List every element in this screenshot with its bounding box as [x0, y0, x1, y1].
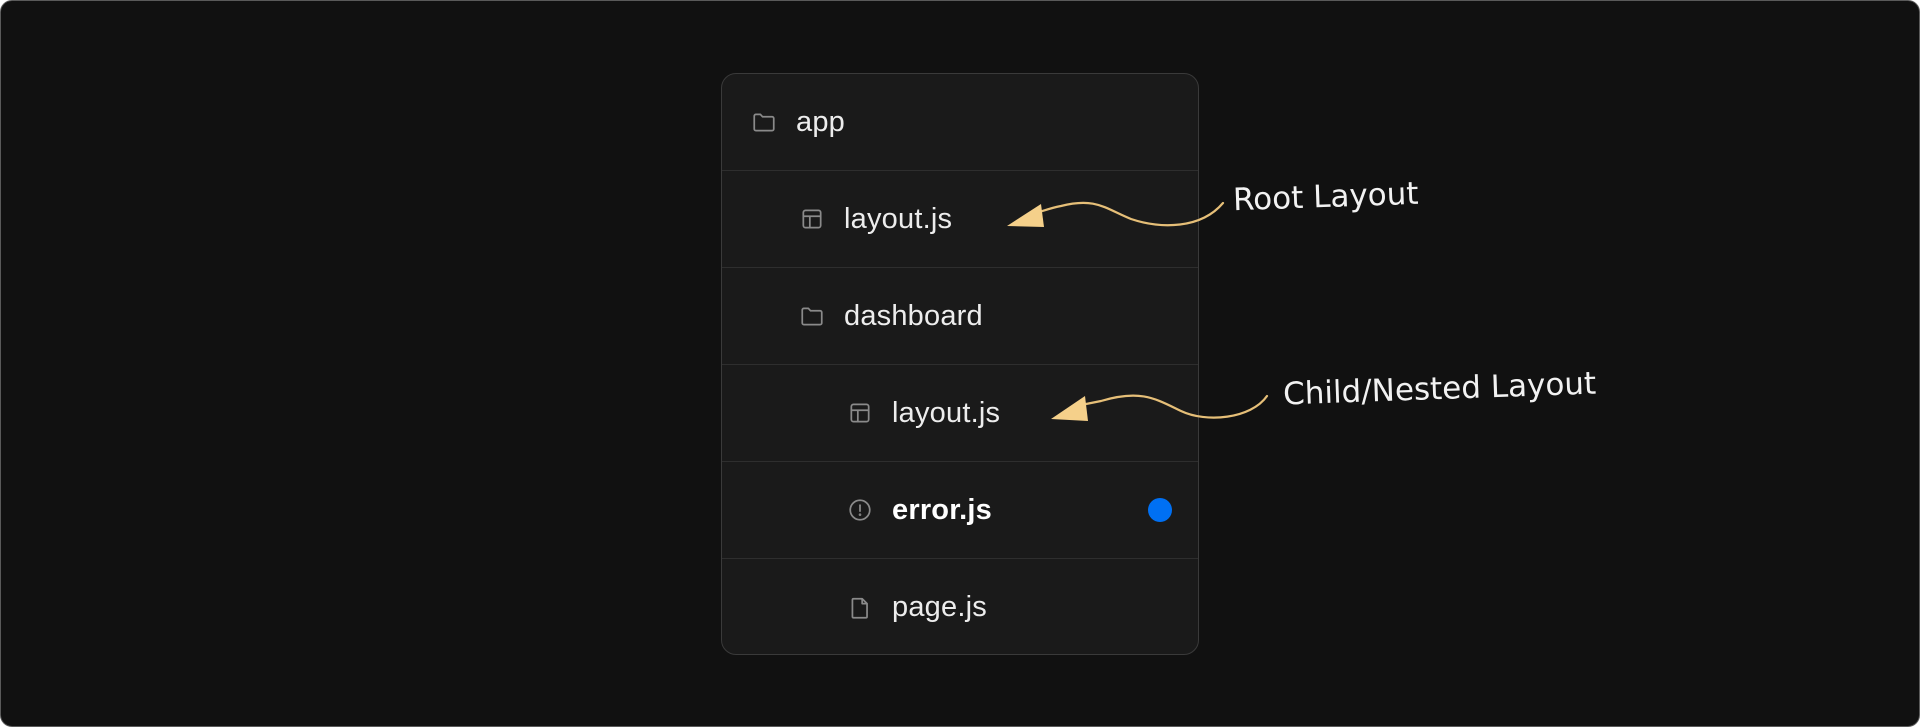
- tree-row-label: layout.js: [892, 396, 1001, 429]
- file-icon: [846, 594, 874, 622]
- tree-row-dashboard-layout[interactable]: layout.js: [722, 365, 1198, 462]
- child-layout-annotation: Child/Nested Layout: [1282, 365, 1597, 413]
- tree-row-label: dashboard: [844, 299, 983, 332]
- tree-row-label: error.js: [892, 493, 992, 526]
- file-tree: app layout.js dashboard layout.js error.: [721, 73, 1199, 655]
- tree-row-app-folder[interactable]: app: [722, 74, 1198, 171]
- root-layout-annotation: Root Layout: [1232, 175, 1420, 219]
- tree-row-root-layout[interactable]: layout.js: [722, 171, 1198, 268]
- tree-row-label: layout.js: [844, 202, 953, 235]
- layout-icon: [798, 205, 826, 233]
- tree-row-error[interactable]: error.js: [722, 462, 1198, 559]
- tree-row-dashboard-folder[interactable]: dashboard: [722, 268, 1198, 365]
- folder-icon: [798, 302, 826, 330]
- alert-circle-icon: [846, 496, 874, 524]
- tree-row-label: page.js: [892, 591, 987, 623]
- tree-row-page[interactable]: page.js: [722, 559, 1198, 654]
- tree-row-label: app: [796, 105, 845, 138]
- layout-icon: [846, 399, 874, 427]
- folder-icon: [750, 108, 778, 136]
- highlight-dot: [1148, 498, 1172, 522]
